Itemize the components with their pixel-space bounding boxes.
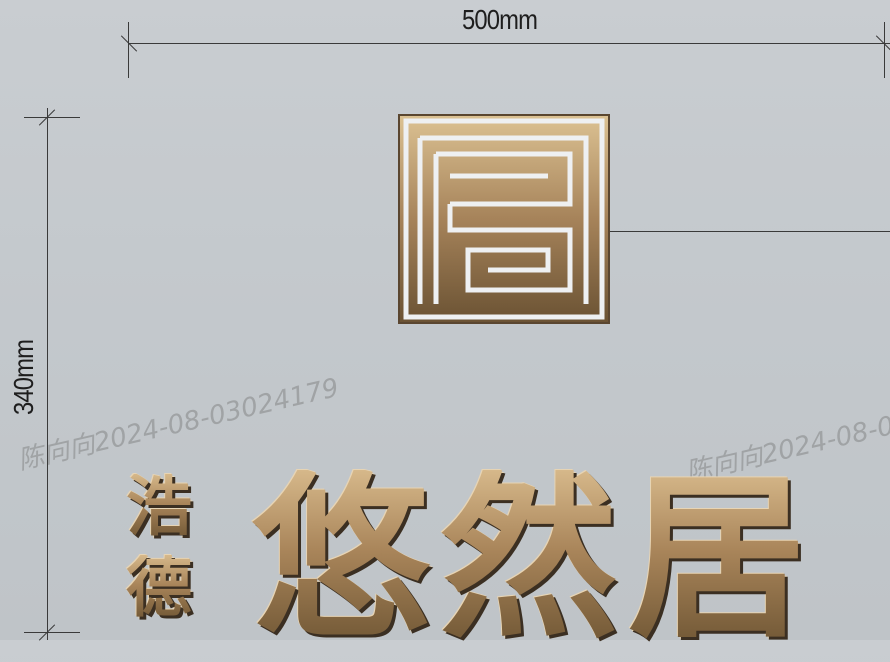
width-dimension-label: 500mm [462,4,538,35]
width-dimension-left-tick [128,22,129,78]
height-dimension-line [47,108,48,640]
width-dimension-right-tick [884,22,885,78]
sign-small-char-2: 德 [126,549,192,626]
width-dimension-line [128,43,890,44]
height-dimension-bottom-tick [24,632,80,633]
height-dimension-top-tick [24,117,80,118]
height-dimension-label: 340mm [8,339,39,415]
ju-seal-logo-icon [398,114,610,324]
logo-leader-line [600,231,890,232]
sign-title: 悠然居 [252,455,816,662]
sign-small-char-1: 浩 [126,468,192,545]
